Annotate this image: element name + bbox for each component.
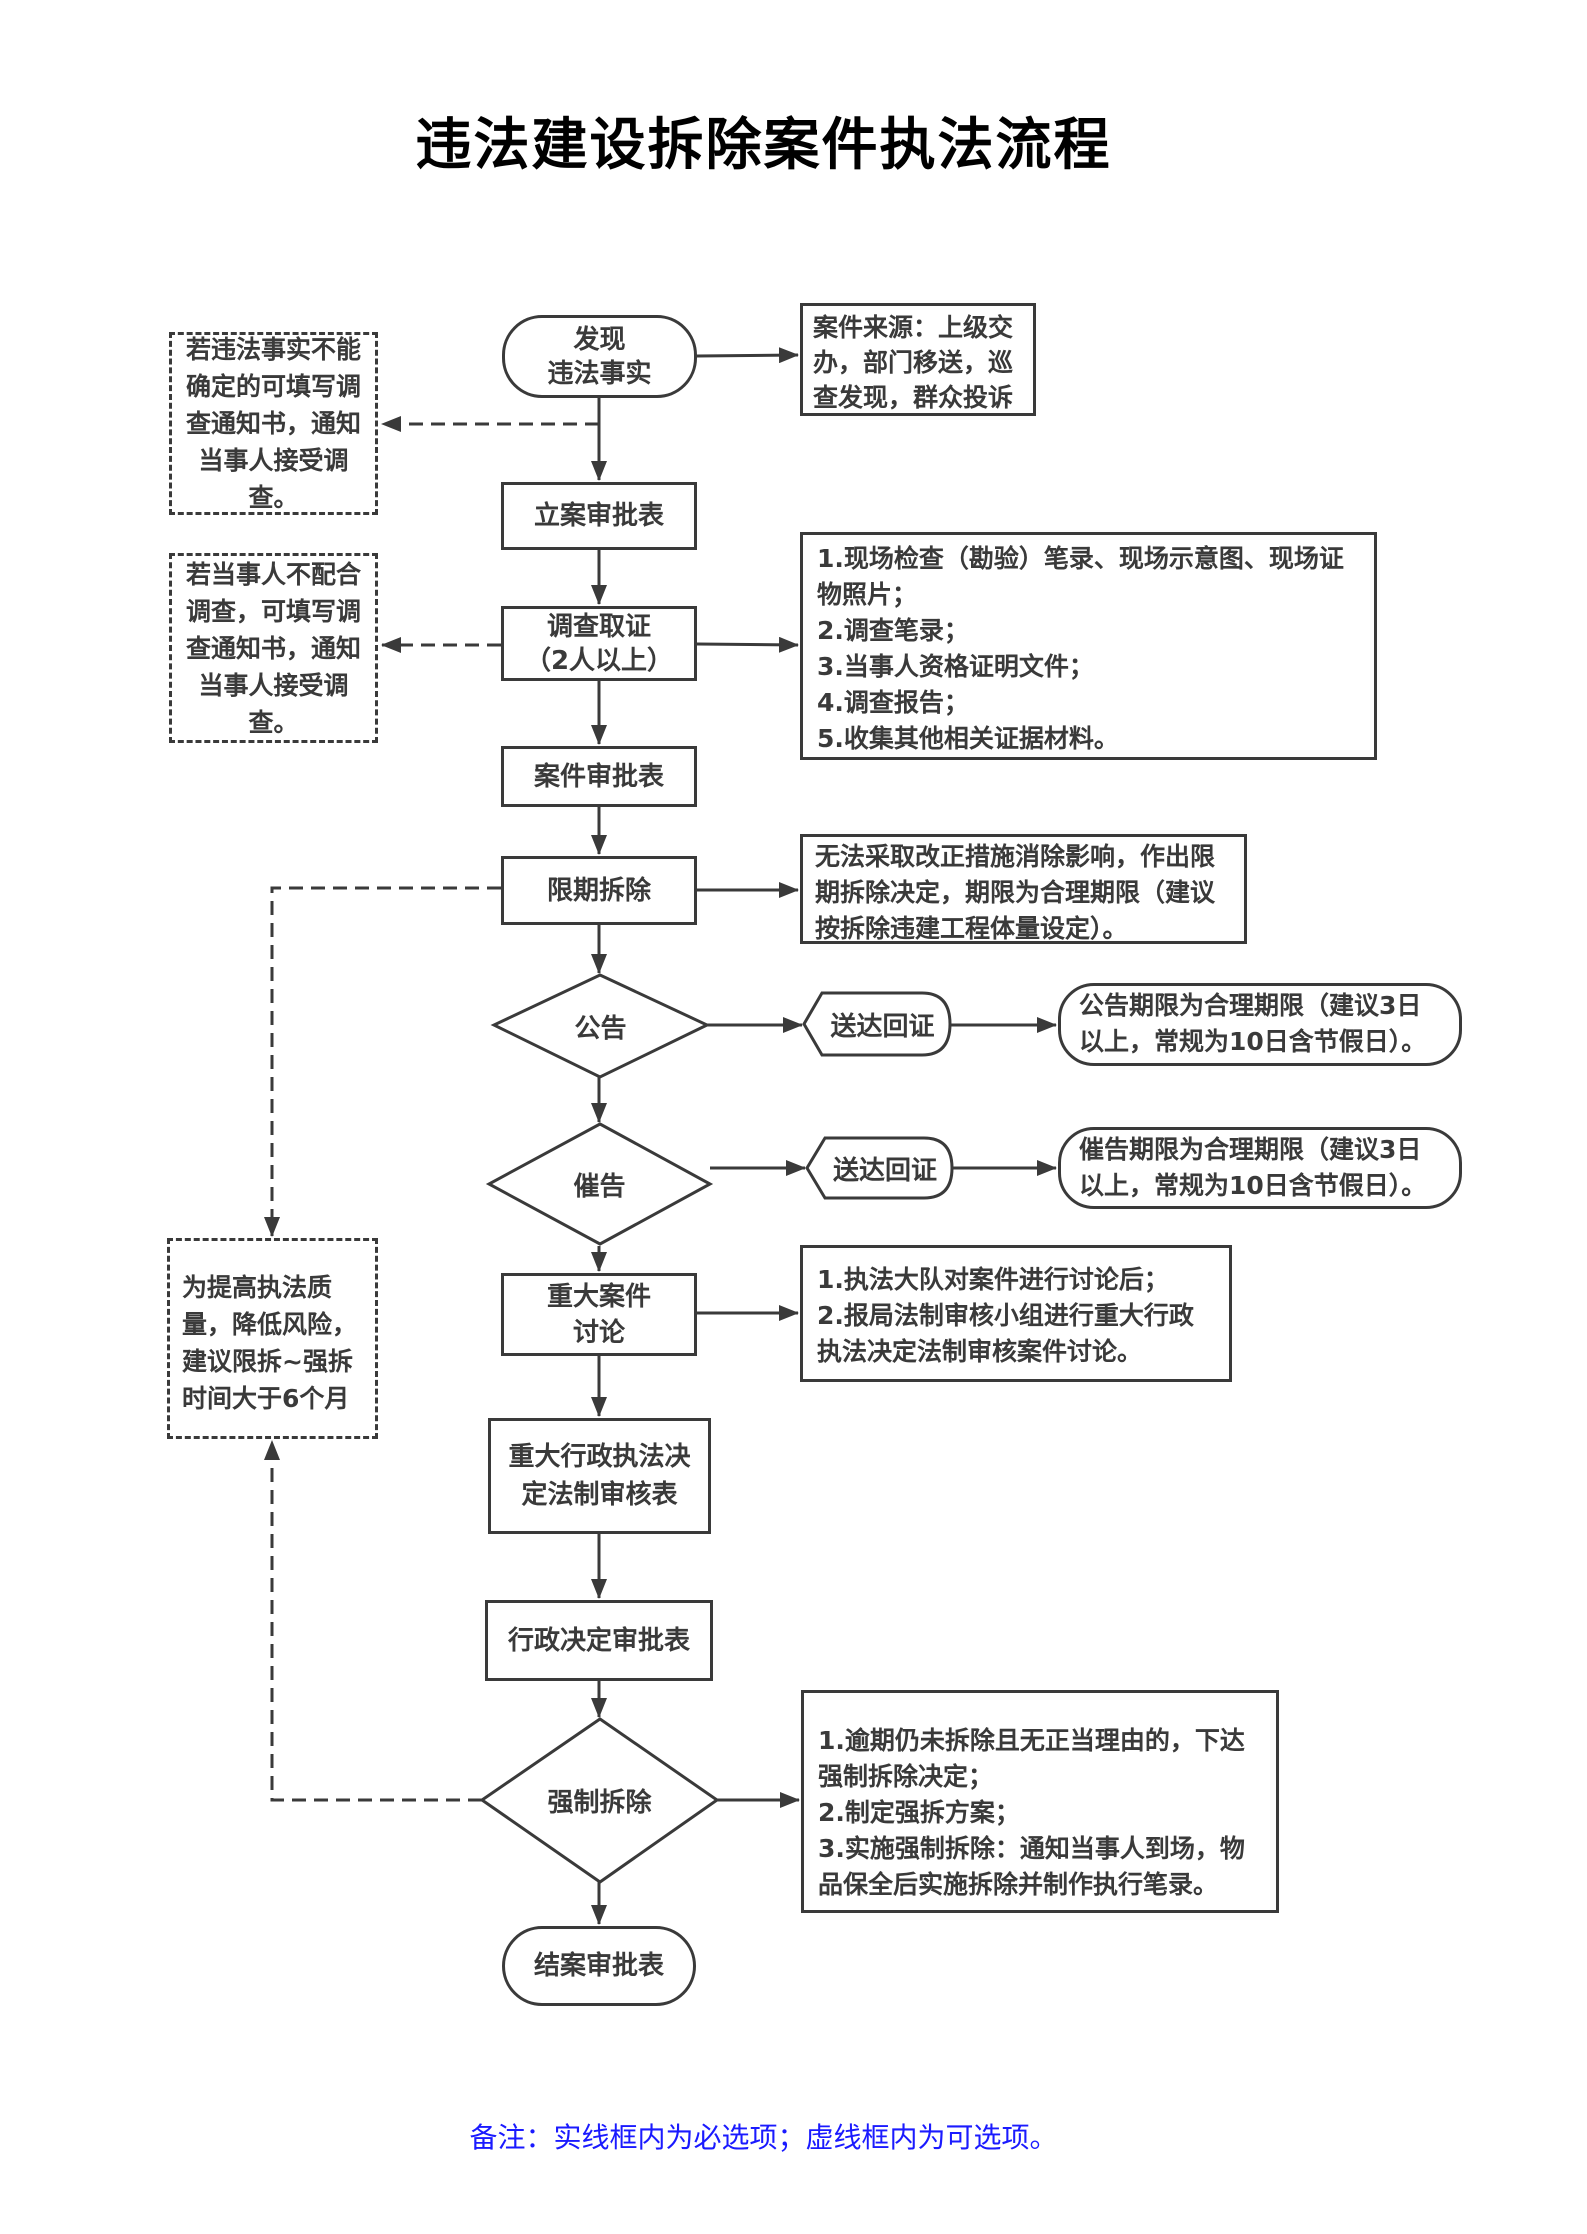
optional-investigation-notice-2: 若当事人不配合调查，可填写调查通知书，通知当事人接受调查。 bbox=[169, 553, 378, 743]
forced-demolition-label: 强制拆除 bbox=[547, 1788, 652, 1818]
urge-diamond bbox=[485, 1122, 714, 1246]
closing-approval-form-node: 结案审批表 bbox=[502, 1926, 696, 2006]
announcement-period-note: 公告期限为合理期限（建议3日以上，常规为10日含节假日）。 bbox=[1058, 983, 1462, 1066]
investigation-node: 调查取证 （2人以上） bbox=[501, 606, 697, 681]
dashed-arrow-deadline-to-suggestion bbox=[264, 886, 501, 1237]
footer-legend-note: 备注：实线框内为必选项；虚线框内为可选项。 bbox=[469, 2121, 1058, 2154]
forced-demolition-note: 1.逾期仍未拆除且无正当理由的，下达强制拆除决定； 2.制定强拆方案； 3.实施… bbox=[801, 1690, 1279, 1913]
major-case-discussion-node: 重大案件 讨论 bbox=[501, 1273, 697, 1356]
arrow-to-case-source bbox=[696, 347, 799, 364]
quality-suggestion-note: 为提高执法质量，降低风险，建议限拆~强拆时间大于6个月 bbox=[167, 1238, 378, 1439]
optional-investigation-notice-1: 若违法事实不能确定的可填写调查通知书，通知当事人接受调查。 bbox=[169, 332, 378, 515]
evidence-list-note: 1.现场检查（勘验）笔录、现场示意图、现场证物照片； 2.调查笔录； 3.当事人… bbox=[800, 532, 1377, 760]
urge-notice-label: 催告 bbox=[573, 1171, 626, 1202]
page-title: 违法建设拆除案件执法流程 bbox=[415, 112, 1112, 178]
urge-period-note: 催告期限为合理期限（建议3日以上，常规为10日含节假日）。 bbox=[1058, 1127, 1462, 1209]
forced-demolition-diamond bbox=[479, 1717, 720, 1884]
announcement-diamond bbox=[490, 973, 711, 1079]
deadline-demolition-note: 无法采取改正措施消除影响，作出限期拆除决定，期限为合理期限（建议按拆除违建工程体… bbox=[800, 834, 1247, 944]
decision-approval-form-node: 行政决定审批表 bbox=[485, 1600, 713, 1681]
delivery-receipt-shape-1 bbox=[802, 991, 952, 1057]
announcement-label: 公告 bbox=[574, 1013, 627, 1044]
discover-violation-node: 发现 违法事实 bbox=[502, 315, 697, 398]
major-review-form-node: 重大行政执法决 定法制审核表 bbox=[488, 1418, 711, 1534]
dashed-arrow-forced-to-suggestion bbox=[264, 1440, 482, 1802]
filing-approval-form-node: 立案审批表 bbox=[501, 482, 697, 550]
case-source-note: 案件来源：上级交办，部门移送，巡查发现，群众投诉 bbox=[800, 303, 1036, 416]
delivery-receipt-2: 送达回证 bbox=[832, 1155, 937, 1186]
delivery-receipt-1: 送达回证 bbox=[830, 1011, 935, 1042]
deadline-demolition-node: 限期拆除 bbox=[501, 856, 697, 925]
major-discussion-note: 1.执法大队对案件进行讨论后； 2.报局法制审核小组进行重大行政执法决定法制审核… bbox=[800, 1245, 1232, 1382]
arrow-to-evidence bbox=[696, 636, 799, 653]
case-approval-form-node: 案件审批表 bbox=[501, 746, 697, 807]
delivery-receipt-shape-2 bbox=[805, 1136, 954, 1200]
